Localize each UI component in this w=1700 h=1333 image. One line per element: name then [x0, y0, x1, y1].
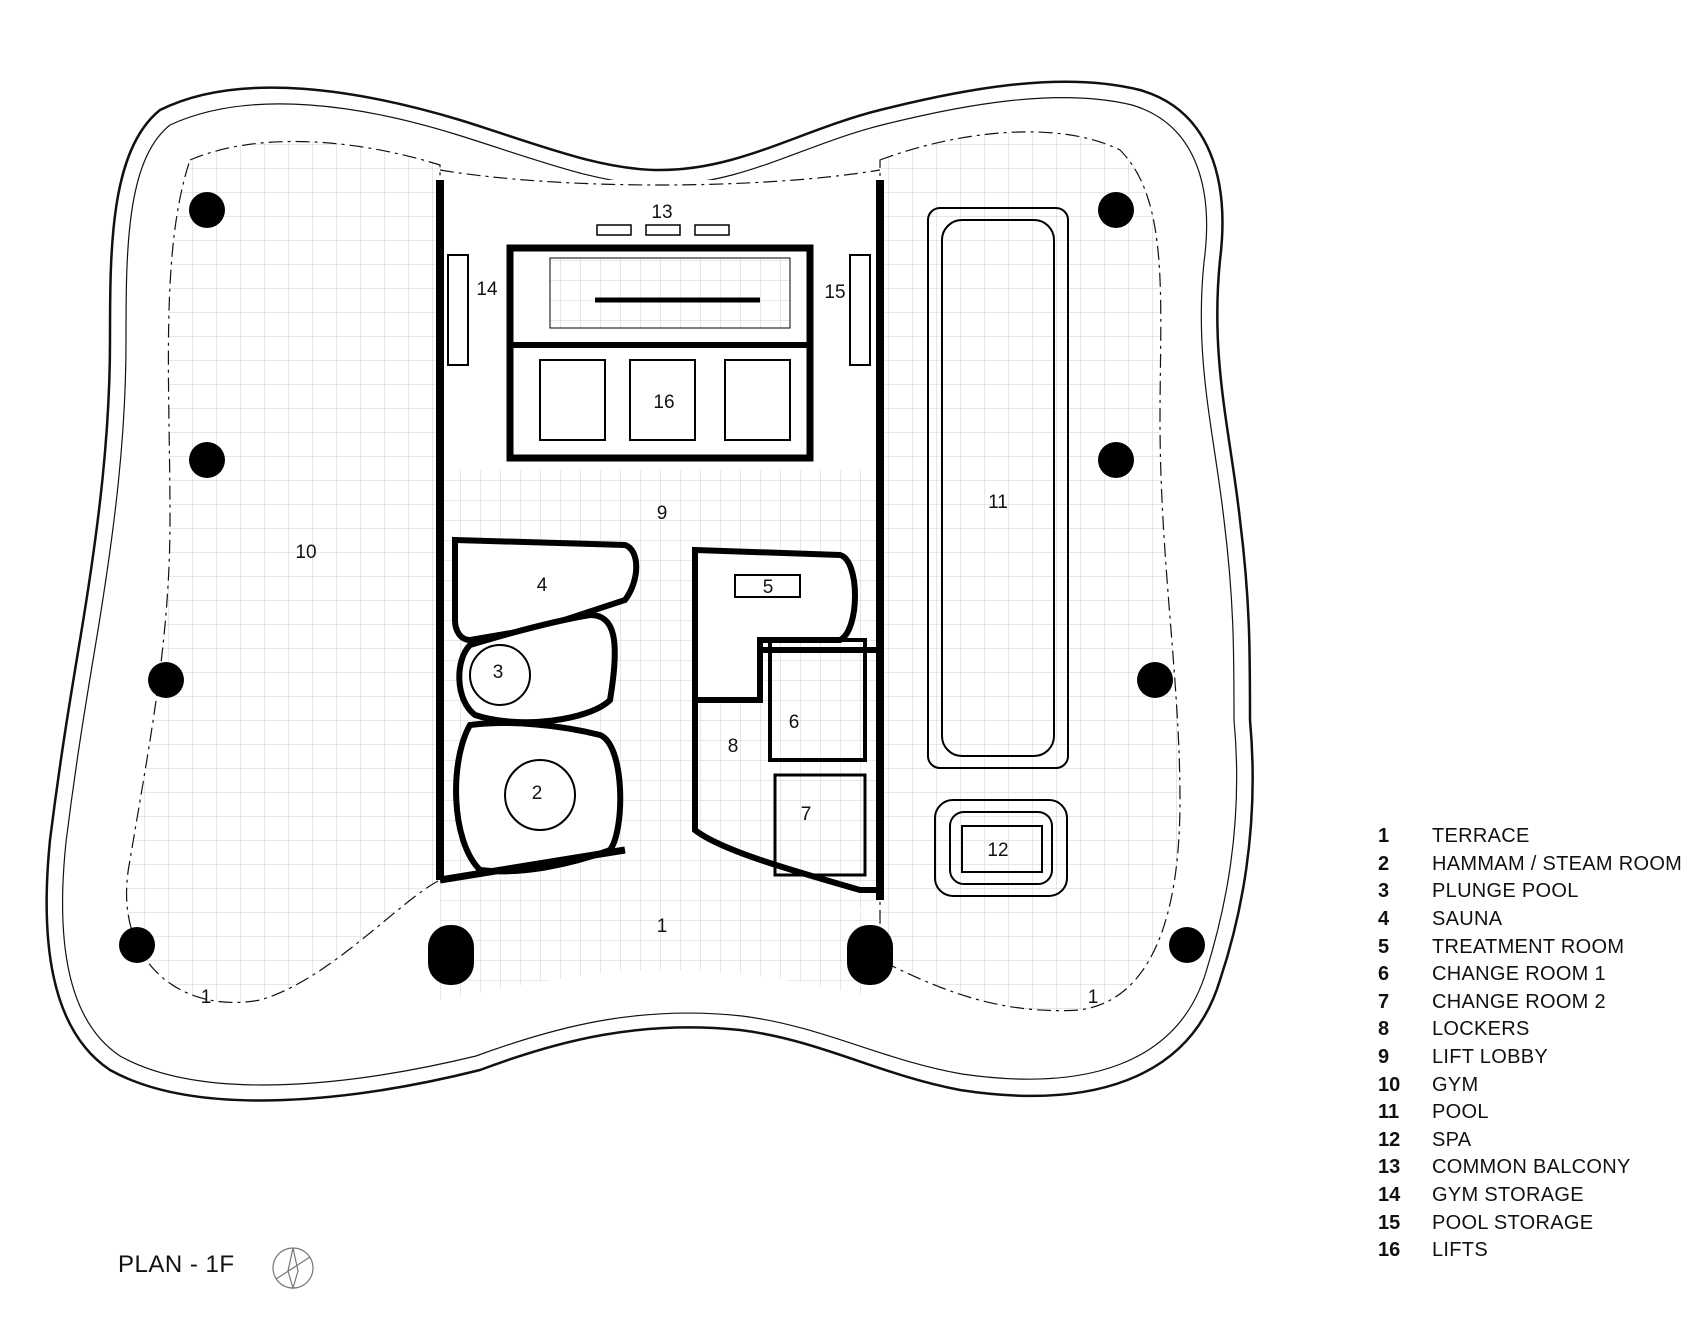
legend-row: 10 GYM	[1378, 1071, 1698, 1099]
room-label-treatment-room: 5	[763, 577, 774, 598]
room-label-lockers: 8	[728, 736, 739, 757]
legend-room-name: POOL	[1432, 1101, 1489, 1124]
room-label-terrace-east: 1	[1088, 987, 1099, 1008]
legend-row: 14 GYM STORAGE	[1378, 1182, 1698, 1210]
room-label-lifts: 16	[653, 392, 674, 413]
legend-room-name: PLUNGE POOL	[1432, 880, 1579, 903]
legend-room-name: POOL STORAGE	[1432, 1211, 1594, 1234]
legend-number: 14	[1378, 1184, 1401, 1207]
legend-row: 6 CHANGE ROOM 1	[1378, 961, 1698, 989]
room-label-plunge-pool: 3	[493, 662, 504, 683]
legend-row: 1 TERRACE	[1378, 823, 1698, 851]
legend-number: 3	[1378, 880, 1390, 903]
legend-number: 7	[1378, 990, 1390, 1013]
room-label-change-room-1: 6	[789, 712, 800, 733]
legend-room-name: LIFT LOBBY	[1432, 1046, 1549, 1069]
room-label-terrace-south: 1	[657, 916, 668, 937]
legend-row: 11 POOL	[1378, 1099, 1698, 1127]
legend-number: 1	[1378, 825, 1390, 848]
tiled-floor	[125, 131, 1181, 1012]
legend-room-name: GYM STORAGE	[1432, 1184, 1584, 1207]
legend-number: 8	[1378, 1018, 1390, 1041]
balcony-edge	[439, 169, 881, 186]
room-legend: 1 TERRACE 2 HAMMAM / STEAM ROOM 3 PLUNGE POOL…	[1378, 823, 1698, 1265]
room-label-spa: 12	[987, 840, 1008, 861]
legend-number: 10	[1378, 1073, 1401, 1096]
legend-row: 15 POOL STORAGE	[1378, 1209, 1698, 1237]
legend-number: 6	[1378, 963, 1390, 986]
legend-room-name: CHANGE ROOM 1	[1432, 963, 1606, 986]
legend-row: 13 COMMON BALCONY	[1378, 1154, 1698, 1182]
room-label-terrace-west: 1	[201, 987, 212, 1008]
room-label-hammam: 2	[532, 783, 543, 804]
legend-row: 12 SPA	[1378, 1127, 1698, 1155]
legend-row: 5 TREATMENT ROOM	[1378, 933, 1698, 961]
legend-room-name: SAUNA	[1432, 908, 1503, 931]
legend-room-name: HAMMAM / STEAM ROOM	[1432, 852, 1683, 875]
legend-number: 16	[1378, 1239, 1401, 1262]
spa-block-east	[692, 546, 883, 893]
legend-number: 4	[1378, 908, 1390, 931]
legend-number: 5	[1378, 935, 1390, 958]
legend-row: 2 HAMMAM / STEAM ROOM	[1378, 851, 1698, 879]
room-label-pool-storage: 15	[824, 282, 845, 303]
legend-row: 9 LIFT LOBBY	[1378, 1044, 1698, 1072]
room-label-gym-storage: 14	[476, 279, 498, 300]
legend-number: 15	[1378, 1211, 1401, 1234]
legend-room-name: LIFTS	[1432, 1239, 1488, 1262]
room-label-change-room-2: 7	[801, 804, 812, 825]
plan-title: PLAN - 1F	[118, 1251, 235, 1278]
building-outline	[45, 80, 1254, 1102]
legend-number: 12	[1378, 1128, 1401, 1151]
legend-row: 7 CHANGE ROOM 2	[1378, 989, 1698, 1017]
room-label-sauna: 4	[537, 575, 548, 596]
legend-row: 4 SAUNA	[1378, 906, 1698, 934]
legend-number: 9	[1378, 1046, 1390, 1069]
spa-block-west	[439, 536, 640, 884]
room-label-lift-lobby: 9	[657, 503, 668, 524]
legend-number: 2	[1378, 852, 1390, 875]
structural-columns	[119, 192, 1205, 985]
north-arrow-icon	[272, 1247, 314, 1291]
legend-number: 13	[1378, 1156, 1401, 1179]
room-label-common-balcony: 13	[651, 202, 672, 223]
legend-room-name: SPA	[1432, 1128, 1472, 1151]
legend-row: 8 LOCKERS	[1378, 1016, 1698, 1044]
legend-room-name: GYM	[1432, 1073, 1479, 1096]
legend-number: 11	[1378, 1101, 1400, 1124]
legend-room-name: LOCKERS	[1432, 1018, 1530, 1041]
legend-row: 16 LIFTS	[1378, 1237, 1698, 1265]
legend-room-name: COMMON BALCONY	[1432, 1156, 1631, 1179]
room-labels: 1 1 1 2 3 4 5 6 7 8 9 10 11 12 13 14 15 …	[201, 202, 1099, 1008]
legend-room-name: TERRACE	[1432, 825, 1530, 848]
legend-row: 3 PLUNGE POOL	[1378, 878, 1698, 906]
room-label-pool: 11	[988, 492, 1008, 513]
core-block	[436, 180, 884, 900]
legend-room-name: TREATMENT ROOM	[1432, 935, 1625, 958]
pool-group	[927, 207, 1069, 897]
legend-room-name: CHANGE ROOM 2	[1432, 990, 1606, 1013]
room-label-gym: 10	[295, 542, 316, 563]
